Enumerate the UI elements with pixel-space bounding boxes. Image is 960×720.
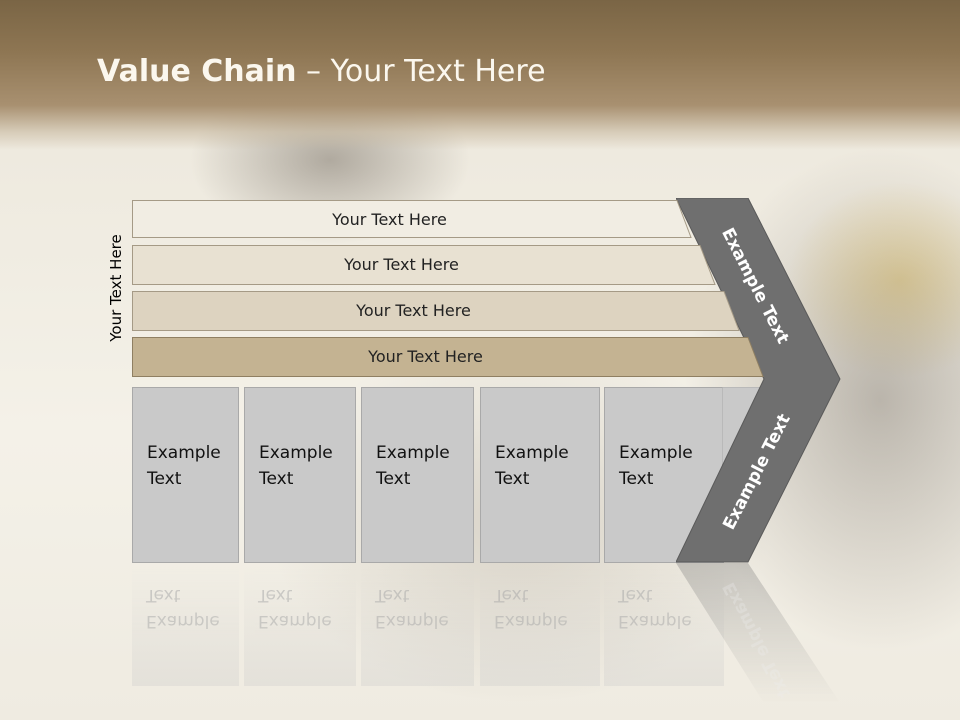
title-band bbox=[0, 0, 960, 150]
title-bold: Value Chain bbox=[97, 54, 297, 89]
value-row-4[interactable]: Your Text Here bbox=[132, 337, 764, 377]
value-row-1[interactable]: Your Text Here bbox=[132, 200, 692, 238]
row-shape bbox=[132, 200, 692, 238]
slide-title: Value Chain – Your Text Here bbox=[97, 54, 546, 89]
row-shape bbox=[132, 337, 764, 377]
side-label: Your Text Here bbox=[107, 234, 125, 342]
row-label: Your Text Here bbox=[344, 254, 459, 274]
row-shape bbox=[132, 291, 740, 331]
example-box-2[interactable]: Example Text bbox=[244, 387, 356, 563]
reflection-line2: Text bbox=[146, 585, 181, 605]
reflection-line2: Text bbox=[375, 585, 410, 605]
box-reflection-2: Example Text bbox=[244, 566, 356, 686]
row-label: Your Text Here bbox=[356, 300, 471, 320]
box-line1: Example bbox=[259, 443, 333, 463]
reflection-line1: Example bbox=[375, 611, 449, 631]
box-reflection-3: Example Text bbox=[361, 566, 474, 686]
value-row-3[interactable]: Your Text Here bbox=[132, 291, 740, 331]
reflection-line2: Text bbox=[258, 585, 293, 605]
reflection-line1: Example bbox=[258, 611, 332, 631]
box-reflection-4: Example Text bbox=[480, 566, 600, 686]
box-line1: Example bbox=[376, 443, 450, 463]
reflection-line1: Example bbox=[494, 611, 568, 631]
box-reflection-1: Example Text bbox=[132, 566, 239, 686]
value-chevron[interactable] bbox=[676, 198, 842, 564]
box-line1: Example bbox=[495, 443, 569, 463]
box-line1: Example bbox=[147, 443, 221, 463]
title-rest: – Your Text Here bbox=[296, 54, 546, 89]
value-row-2[interactable]: Your Text Here bbox=[132, 245, 716, 285]
box-line1: Example bbox=[619, 443, 693, 463]
row-label: Your Text Here bbox=[332, 209, 447, 229]
reflection-line2: Text bbox=[494, 585, 529, 605]
chevron-reflection bbox=[676, 563, 840, 703]
box-line2: Text bbox=[495, 469, 530, 489]
row-shape bbox=[132, 245, 716, 285]
example-box-1[interactable]: Example Text bbox=[132, 387, 239, 563]
box-line2: Text bbox=[259, 469, 294, 489]
box-line2: Text bbox=[376, 469, 411, 489]
example-box-3[interactable]: Example Text bbox=[361, 387, 474, 563]
box-line2: Text bbox=[619, 469, 654, 489]
example-box-4[interactable]: Example Text bbox=[480, 387, 600, 563]
box-line2: Text bbox=[147, 469, 182, 489]
row-label: Your Text Here bbox=[368, 346, 483, 366]
reflection-line1: Example bbox=[146, 611, 220, 631]
